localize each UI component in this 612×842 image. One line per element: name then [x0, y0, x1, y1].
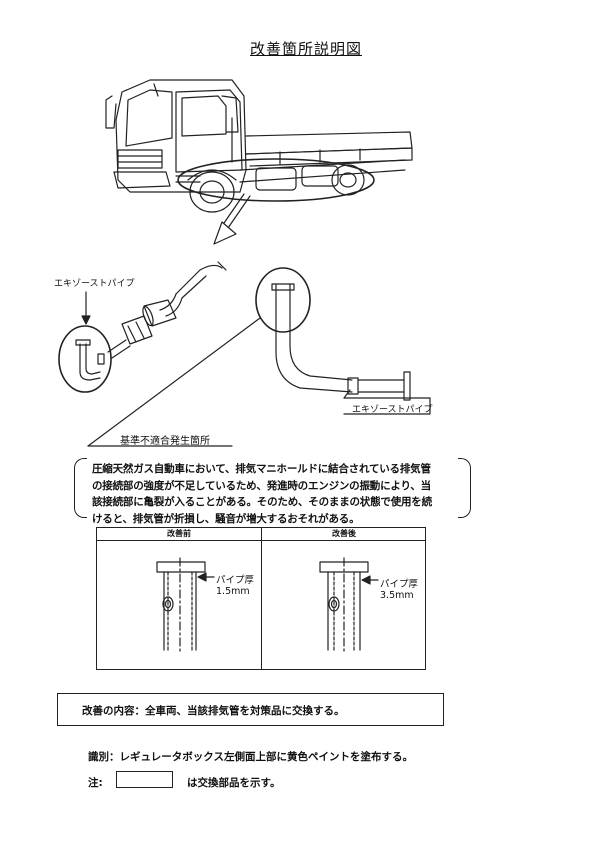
defect-leader-line: [87, 317, 261, 447]
before-thickness-label: パイプ厚: [216, 575, 255, 586]
description-line: けると、排気管が折損し、騒音が増大するおそれがある。: [92, 512, 360, 525]
after-thickness-value: 3.5mm: [380, 590, 414, 601]
description-line: の接続部の強度が不足しているため、発進時のエンジンの振動により、当: [92, 479, 431, 492]
note-text: は交換部品を示す。: [187, 777, 281, 789]
identification-note: 識別：レギュレータボックス左側面上部に黄色ペイントを塗布する。: [88, 751, 413, 763]
description-bracket-left: [74, 458, 87, 518]
after-header: 改善後: [332, 529, 356, 538]
comparison-divider: [261, 528, 262, 669]
note-label: 注:: [88, 777, 103, 789]
description-line: 圧縮天然ガス自動車において、排気マニホールドに結合されている排気管: [92, 463, 431, 475]
pipe-before-drawing: [156, 557, 215, 653]
note-legend-box: [116, 771, 173, 788]
improvement-content-box: 改善の内容：全車両、当該排気管を対策品に交換する。: [57, 693, 444, 726]
exhaust-pipe-label-left: エキゾーストパイプ: [54, 279, 135, 289]
before-header: 改善前: [167, 529, 191, 538]
defect-description: 圧縮天然ガス自動車において、排気マニホールドに結合されている排気管 の接続部の強…: [92, 461, 464, 527]
exhaust-assembly-left: [58, 261, 227, 393]
defect-location-label: 基準不適合発生箇所: [120, 436, 210, 447]
exhaust-pipe-label-right: エキゾーストパイプ: [352, 405, 433, 415]
after-thickness-label: パイプ厚: [380, 579, 419, 590]
truck-illustration: [105, 79, 413, 245]
comparison-table: 改善前 改善後: [96, 527, 426, 670]
pipe-after-drawing: [319, 557, 379, 653]
exhaust-detail-right: [255, 267, 431, 415]
improvement-content-text: 改善の内容：全車両、当該排気管を対策品に交換する。: [82, 705, 345, 717]
before-thickness-value: 1.5mm: [216, 586, 250, 597]
page-title: 改善箇所説明図: [249, 40, 362, 58]
description-line: 該接続部に亀裂が入ることがある。そのため、そのままの状態で使用を続: [92, 496, 432, 508]
